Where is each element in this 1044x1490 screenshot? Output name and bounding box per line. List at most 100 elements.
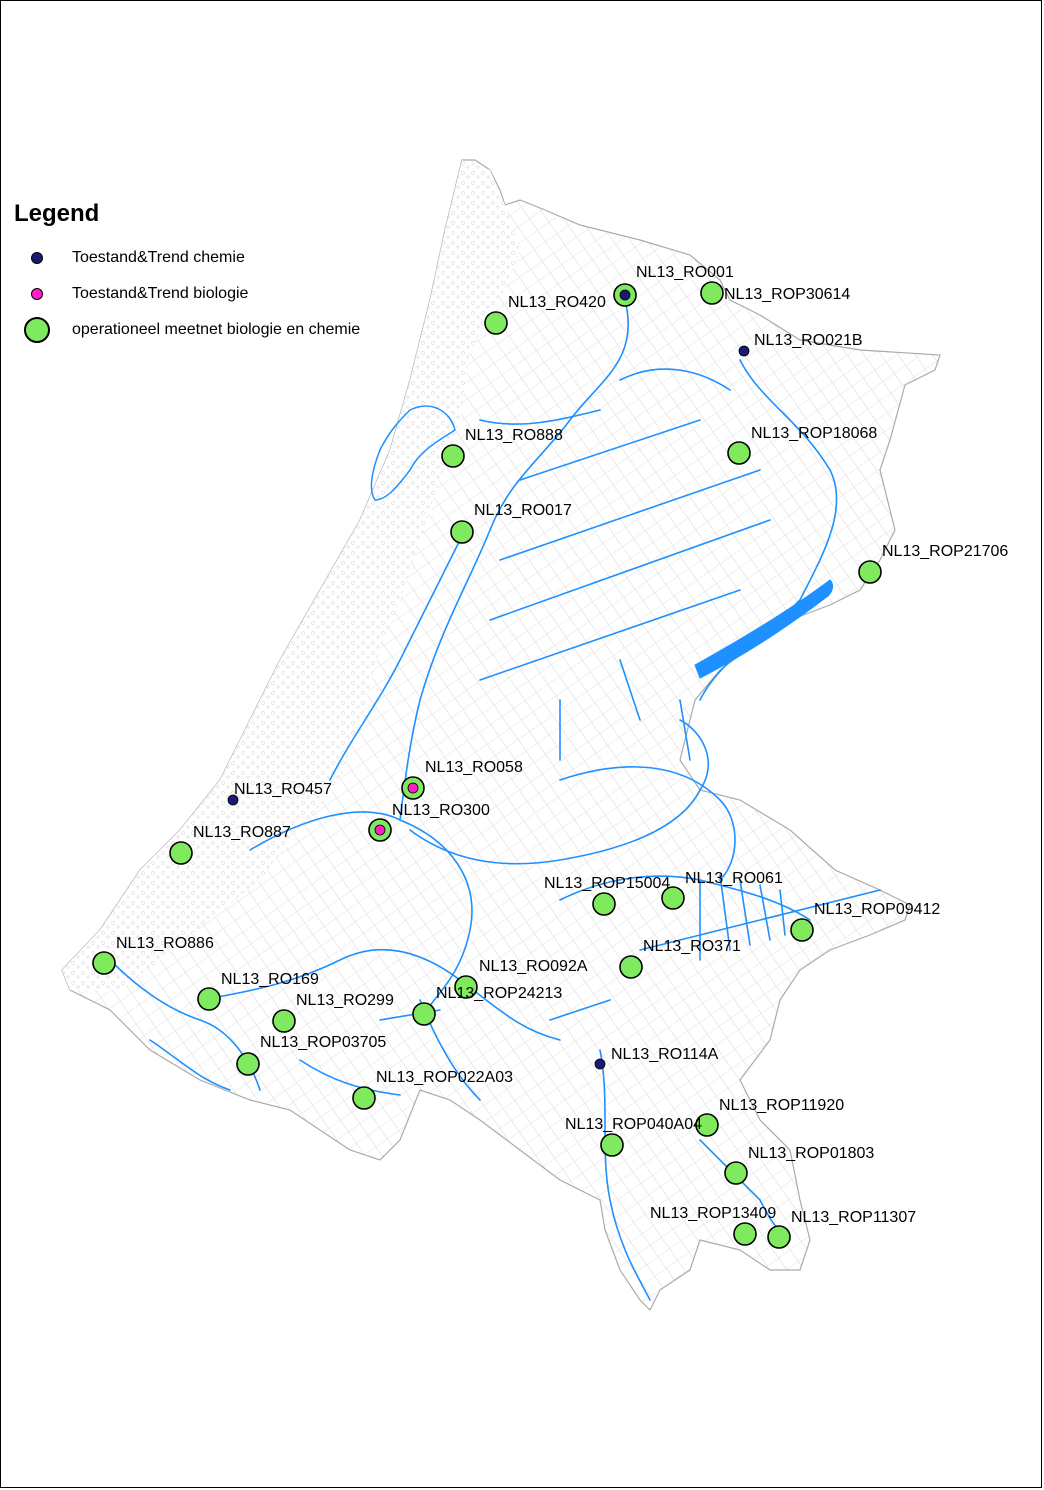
site-marker[interactable] (767, 1225, 791, 1249)
site-label: NL13_RO300 (392, 802, 490, 819)
operationeel-marker-icon (619, 955, 643, 979)
site-label: NL13_ROP30614 (724, 286, 850, 303)
biologie-dot-icon (31, 288, 43, 300)
site-marker[interactable] (454, 975, 478, 999)
operationeel-marker-icon (592, 892, 616, 916)
site-label: NL13_RO058 (425, 759, 523, 776)
site-marker[interactable] (858, 560, 882, 584)
site-label: NL13_RO886 (116, 935, 214, 952)
site-label: NL13_ROP11920 (719, 1097, 844, 1114)
operationeel-marker-icon (450, 520, 474, 544)
site-label: NL13_RO887 (193, 824, 291, 841)
site-label: NL13_ROP18068 (751, 425, 877, 442)
site-marker[interactable] (92, 951, 116, 975)
site-marker[interactable] (368, 818, 392, 842)
legend-title: Legend (14, 200, 100, 227)
site-marker[interactable] (484, 311, 508, 335)
site-marker[interactable] (790, 918, 814, 942)
site-marker[interactable] (600, 1133, 624, 1157)
site-marker[interactable] (724, 1161, 748, 1185)
polder-channels (370, 405, 456, 501)
site-label: NL13_ROP11307 (791, 1209, 916, 1226)
site-label: NL13_RO169 (221, 971, 319, 988)
operationeel-marker-icon (92, 951, 116, 975)
site-marker[interactable] (412, 1002, 436, 1026)
site-label: NL13_ROP03705 (260, 1034, 386, 1051)
biologie-marker-icon (374, 824, 386, 836)
site-label: NL13_RO001 (636, 264, 734, 281)
site-marker[interactable] (227, 794, 239, 806)
site-marker[interactable] (592, 892, 616, 916)
site-marker[interactable] (169, 841, 193, 865)
chemie-marker-icon (738, 345, 750, 357)
site-markers (92, 281, 882, 1249)
site-marker[interactable] (401, 776, 425, 800)
legend: Legend Toestand&Trend chemie Toestand&Tr… (14, 200, 360, 348)
site-marker[interactable] (695, 1113, 719, 1137)
operationeel-marker-icon (454, 975, 478, 999)
site-label: NL13_RO021B (754, 332, 863, 349)
chemie-marker-icon (619, 289, 631, 301)
site-label: NL13_ROP040A04 (565, 1116, 702, 1133)
operationeel-marker-icon (600, 1133, 624, 1157)
site-marker[interactable] (613, 283, 637, 307)
site-marker[interactable] (738, 345, 750, 357)
operationeel-marker-icon (661, 886, 685, 910)
legend-label-biologie: Toestand&Trend biologie (72, 285, 249, 302)
site-marker[interactable] (619, 955, 643, 979)
operationeel-marker-icon (441, 444, 465, 468)
operationeel-marker-icon (236, 1052, 260, 1076)
site-marker[interactable] (441, 444, 465, 468)
site-label: NL13_RO092A (479, 958, 588, 975)
site-label: NL13_RO061 (685, 870, 783, 887)
site-label: NL13_ROP01803 (748, 1145, 874, 1162)
site-marker[interactable] (727, 441, 751, 465)
legend-label-operationeel: operationeel meetnet biologie en chemie (72, 321, 361, 338)
operationeel-marker-icon (724, 1161, 748, 1185)
lake (694, 579, 834, 679)
operationeel-marker-icon (733, 1222, 757, 1246)
site-marker[interactable] (450, 520, 474, 544)
site-label: NL13_RO114A (611, 1046, 719, 1063)
operationeel-marker-icon (858, 560, 882, 584)
site-label: NL13_RO371 (643, 938, 741, 955)
site-marker[interactable] (272, 1009, 296, 1033)
operationeel-marker-icon (700, 281, 724, 305)
legend-item-operationeel: operationeel meetnet biologie en chemie (14, 312, 360, 348)
site-label: NL13_ROP15004 (544, 875, 670, 892)
site-marker[interactable] (661, 886, 685, 910)
chemie-marker-icon (227, 794, 239, 806)
operationeel-circle-icon (24, 317, 50, 343)
water-network (109, 299, 881, 1301)
site-label: NL13_ROP13409 (650, 1205, 776, 1222)
operationeel-marker-icon (272, 1009, 296, 1033)
operationeel-marker-icon (767, 1225, 791, 1249)
site-marker[interactable] (197, 987, 221, 1011)
site-label: NL13_ROP022A03 (376, 1069, 513, 1086)
site-marker[interactable] (700, 281, 724, 305)
site-marker[interactable] (594, 1058, 606, 1070)
operationeel-marker-icon (790, 918, 814, 942)
site-label: NL13_RO420 (508, 294, 606, 311)
chemie-dot-icon (31, 252, 43, 264)
dune-zone (62, 160, 520, 990)
operationeel-marker-icon (484, 311, 508, 335)
site-label: NL13_RO457 (234, 781, 332, 798)
legend-item-biologie: Toestand&Trend biologie (14, 276, 360, 312)
legend-label-chemie: Toestand&Trend chemie (72, 249, 245, 266)
operationeel-marker-icon (197, 987, 221, 1011)
operationeel-marker-icon (412, 1002, 436, 1026)
site-label: NL13_RO888 (465, 427, 563, 444)
operationeel-marker-icon (352, 1086, 376, 1110)
operationeel-marker-icon (169, 841, 193, 865)
site-marker[interactable] (236, 1052, 260, 1076)
site-marker[interactable] (352, 1086, 376, 1110)
site-label: NL13_ROP24213 (436, 985, 562, 1002)
site-label: NL13_RO299 (296, 992, 394, 1009)
site-marker[interactable] (733, 1222, 757, 1246)
chemie-marker-icon (594, 1058, 606, 1070)
operationeel-marker-icon (727, 441, 751, 465)
